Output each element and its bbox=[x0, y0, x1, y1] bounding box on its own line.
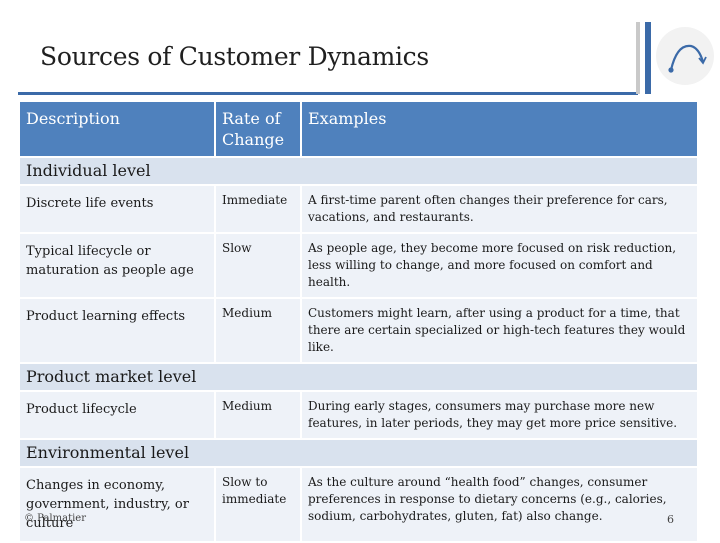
row-example: As people age, they become more focused … bbox=[300, 232, 699, 299]
title-underline bbox=[18, 92, 638, 95]
curve-logo-icon bbox=[656, 27, 714, 85]
slide-title: Sources of Customer Dynamics bbox=[40, 42, 429, 71]
row-example: A first-time parent often changes their … bbox=[300, 184, 699, 234]
row-rate: Medium bbox=[214, 390, 302, 440]
section-label: Individual level bbox=[18, 156, 699, 186]
header-examples: Examples bbox=[300, 100, 699, 158]
row-example: During early stages, consumers may purch… bbox=[300, 390, 699, 440]
row-example: Customers might learn, after using a pro… bbox=[300, 297, 699, 364]
decorative-bar-grey bbox=[636, 22, 640, 94]
footer-copyright: © Palmatier bbox=[24, 513, 86, 524]
header-description: Description bbox=[18, 100, 216, 158]
section-row-product-market: Product market level bbox=[18, 362, 699, 392]
page-number: 6 bbox=[667, 513, 674, 526]
row-description: Discrete life events bbox=[18, 184, 216, 234]
decorative-bar-blue bbox=[645, 22, 651, 94]
row-rate: Slow to immediate bbox=[214, 466, 302, 543]
customer-dynamics-table: Description Rate of Change Examples Indi… bbox=[18, 100, 699, 543]
table-header-row: Description Rate of Change Examples bbox=[18, 100, 699, 158]
table-row: Typical lifecycle or maturation as peopl… bbox=[18, 232, 699, 299]
header-rate-of-change: Rate of Change bbox=[214, 100, 302, 158]
section-label: Environmental level bbox=[18, 438, 699, 468]
row-rate: Immediate bbox=[214, 184, 302, 234]
row-example: As the culture around “health food” chan… bbox=[300, 466, 699, 543]
row-description: Product learning effects bbox=[18, 297, 216, 364]
section-row-environmental: Environmental level bbox=[18, 438, 699, 468]
row-description: Changes in economy, government, industry… bbox=[18, 466, 216, 543]
row-rate: Medium bbox=[214, 297, 302, 364]
table-row: Changes in economy, government, industry… bbox=[18, 466, 699, 543]
section-row-individual: Individual level bbox=[18, 156, 699, 186]
table-row: Product lifecycle Medium During early st… bbox=[18, 390, 699, 440]
row-rate: Slow bbox=[214, 232, 302, 299]
table-row: Product learning effects Medium Customer… bbox=[18, 297, 699, 364]
row-description: Typical lifecycle or maturation as peopl… bbox=[18, 232, 216, 299]
row-description: Product lifecycle bbox=[18, 390, 216, 440]
section-label: Product market level bbox=[18, 362, 699, 392]
table-row: Discrete life events Immediate A first-t… bbox=[18, 184, 699, 234]
